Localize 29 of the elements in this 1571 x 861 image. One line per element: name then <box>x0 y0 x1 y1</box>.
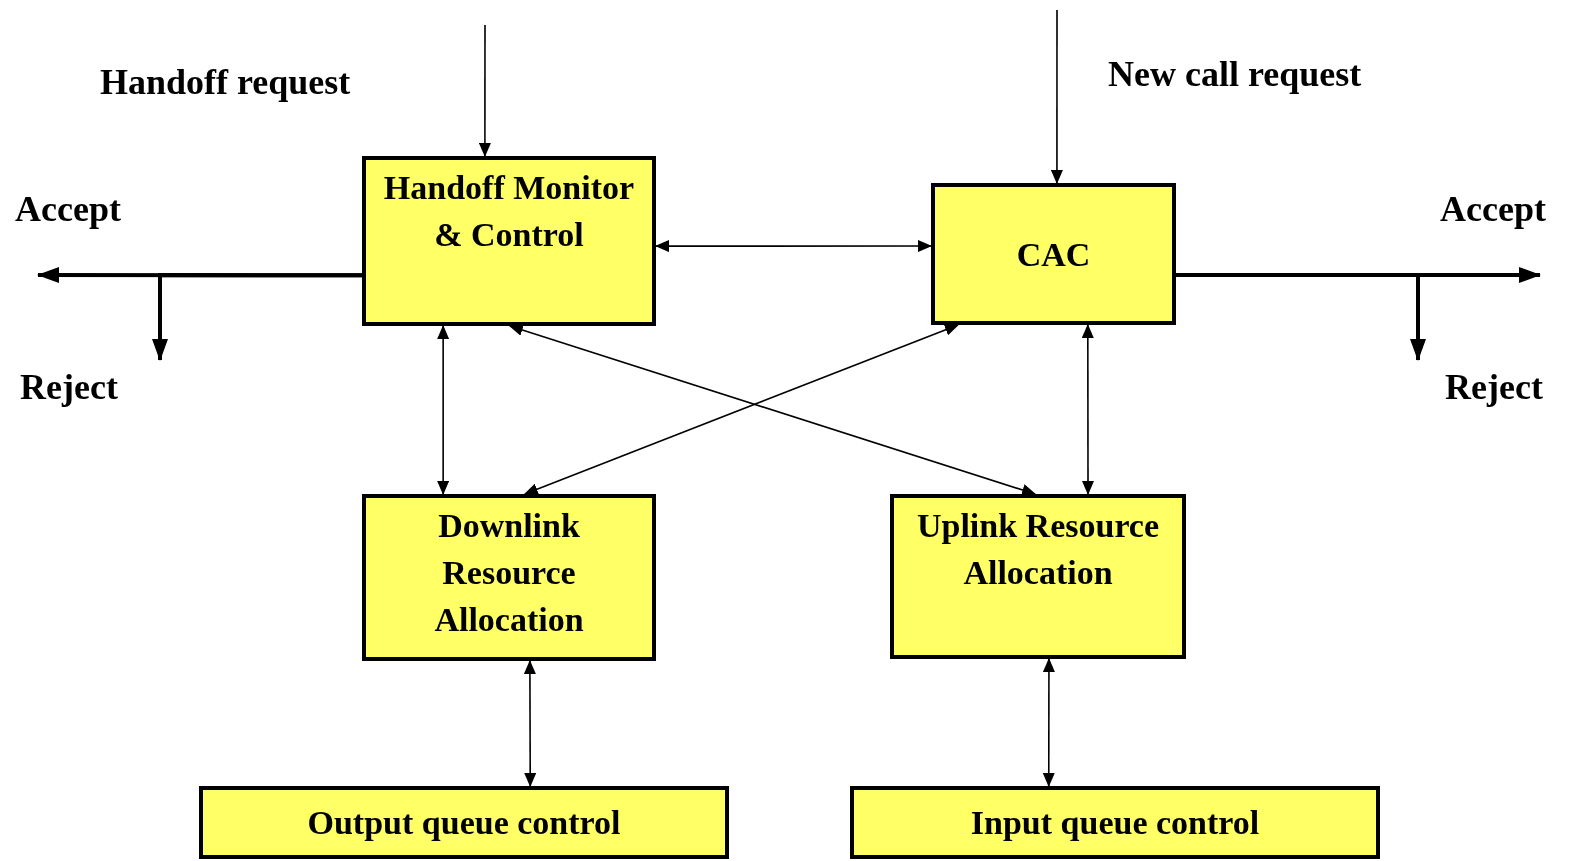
process-box <box>199 786 729 859</box>
signal-label: Reject <box>20 366 118 409</box>
process-box <box>362 494 656 661</box>
arrow <box>523 660 537 787</box>
box-label: Downlink Resource Allocation <box>433 506 585 640</box>
arrow <box>437 325 450 495</box>
box-label: Input queue control <box>969 803 1261 843</box>
arrow <box>1042 658 1055 787</box>
arrow <box>152 273 362 361</box>
signal-label: Accept <box>1440 188 1546 231</box>
arrow <box>1176 273 1426 361</box>
arrow <box>655 240 932 253</box>
process-box <box>850 786 1380 859</box>
arrow <box>523 324 959 495</box>
arrow <box>478 24 491 157</box>
arrow <box>1050 9 1063 184</box>
process-box <box>362 156 656 326</box>
arrow <box>1081 324 1094 495</box>
signal-label: Handoff request <box>100 61 351 104</box>
process-box <box>890 494 1186 659</box>
process-box <box>931 183 1176 325</box>
box-label: Uplink Resource Allocation <box>915 506 1161 593</box>
arrow <box>508 324 1036 496</box>
box-label: CAC <box>1015 234 1092 275</box>
signal-label: Accept <box>15 188 121 231</box>
signal-label: New call request <box>1108 53 1362 96</box>
box-label: Handoff Monitor & Control <box>382 168 636 255</box>
signal-label: Reject <box>1445 366 1543 409</box>
box-label: Output queue control <box>306 803 622 843</box>
